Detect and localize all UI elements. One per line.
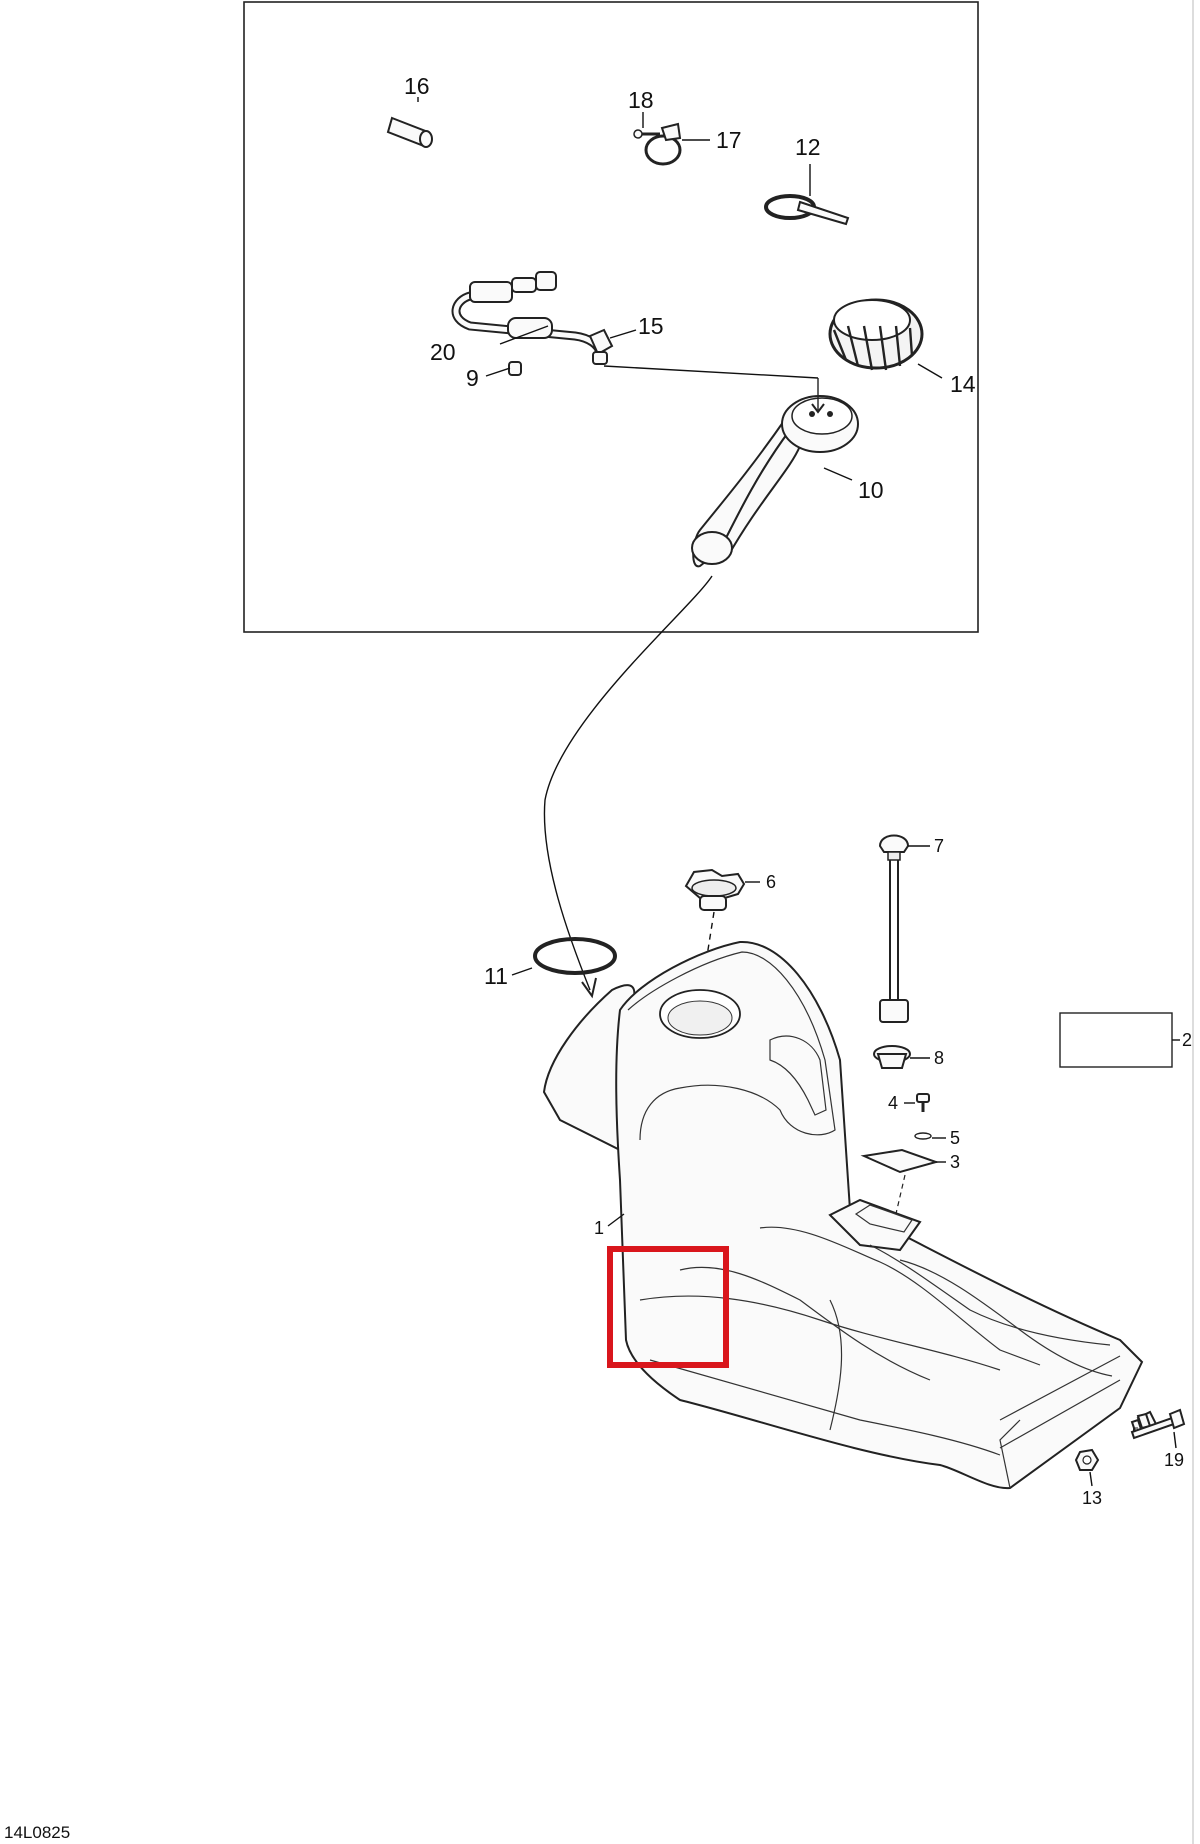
part-11-gasket [533,937,617,975]
part-17-clamp [644,122,682,166]
highlight-box [607,1246,729,1368]
callout-17: 17 [716,127,742,153]
callout-12: 12 [795,134,821,160]
part-5-washer [914,1132,932,1140]
callout-10: 10 [858,477,884,503]
part-20-hose-assembly [451,271,614,365]
callout-11: 11 [484,963,508,989]
callout-15: 15 [638,313,664,339]
callout-7: 7 [934,836,944,856]
callout-20: 20 [430,339,456,365]
part-19-bolt-main [1130,1408,1186,1440]
part-10-fuel-pump [691,395,859,568]
part-14-lock-ring [828,298,924,371]
callout-18: 18 [628,87,654,113]
diagram-reference-code: 14L0825 [4,1823,70,1842]
part-8-grommet [873,1045,911,1069]
callout-4: 4 [888,1093,898,1113]
detail-inset-box [243,1,979,633]
part-6-fuel-cap [684,868,746,911]
part-3-cover-plate [860,1148,940,1174]
callout-3: 3 [950,1152,960,1172]
callout-14: 14 [950,371,976,397]
part-16-sleeve [386,116,433,148]
part-18-screw [633,129,660,139]
callout-13: 13 [1082,1488,1102,1508]
part-9-clip [508,361,522,376]
callout-16: 16 [404,73,430,99]
callout-9: 9 [466,365,479,391]
callout-19: 19 [1164,1450,1184,1470]
callout-6: 6 [766,872,776,892]
callout-2: 2 [1182,1030,1192,1050]
callout-1: 1 [594,1218,604,1238]
callout-5: 5 [950,1128,960,1148]
part-4-screw [916,1093,930,1112]
part-7-level-sender [878,834,910,1023]
part-12-tie-strap [764,194,850,226]
part-1-fuel-tank [542,940,1144,1490]
callout-8: 8 [934,1048,944,1068]
part-2-kit-box [1059,1012,1173,1068]
